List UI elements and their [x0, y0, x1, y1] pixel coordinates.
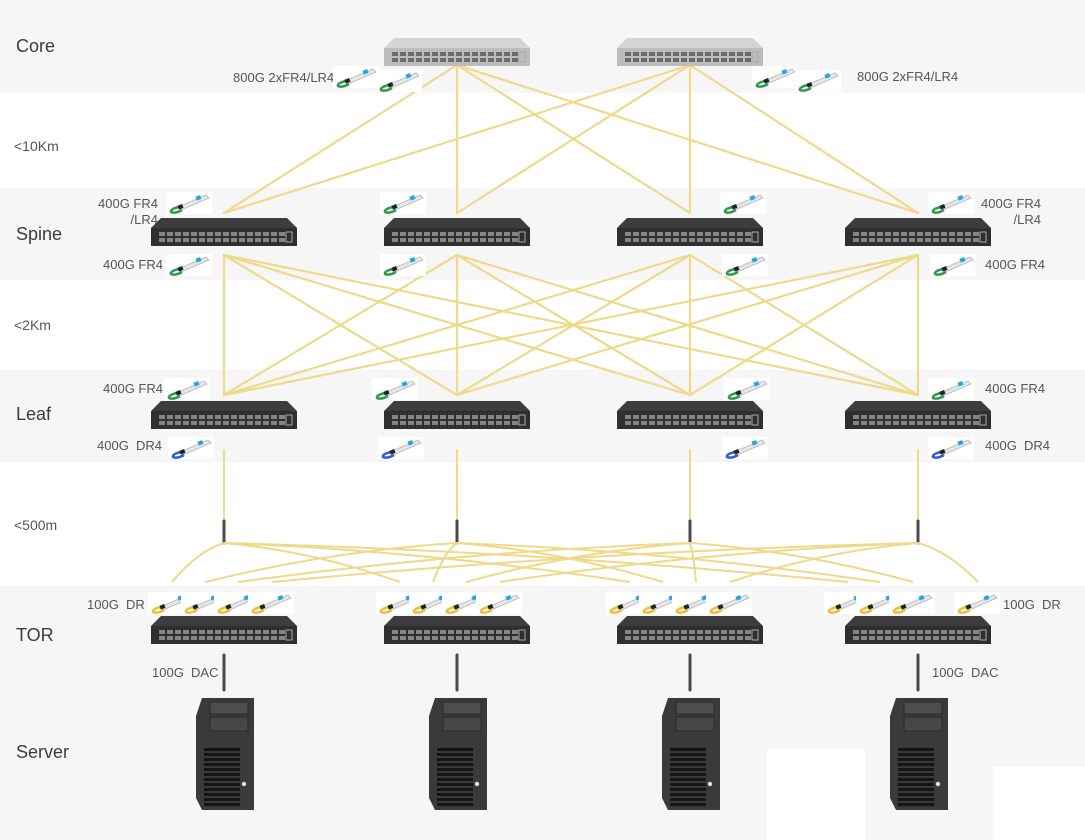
blank-patch — [993, 767, 1085, 840]
server-3 — [662, 698, 720, 810]
port-label-leaf-down-right: 400G DR4 — [985, 438, 1051, 453]
transceiver-400g-fr4-lr4 — [928, 192, 974, 214]
port-label-tor-down-left: 100G DAC — [152, 665, 219, 680]
distance-label-spine-leaf: <2Km — [14, 317, 51, 333]
switch-port-bank — [392, 52, 518, 62]
core-switch-1 — [384, 38, 530, 66]
distance-label-core-spine: <10Km — [14, 138, 59, 154]
port-label-spine-up-right: 400G FR4 /LR4 — [975, 196, 1041, 228]
port-label-tor-down-right: 100G DAC — [932, 665, 999, 680]
tier-label-leaf: Leaf — [16, 404, 52, 424]
core-spine-band — [0, 93, 1085, 188]
spine-switch-4 — [845, 218, 991, 246]
switch-port-bank — [625, 415, 751, 425]
port-label-spine-up-left: 400G FR4 /LR4 — [92, 196, 158, 228]
transceiver-400g-fr4 — [166, 254, 212, 276]
transceiver-100g-dr — [889, 592, 935, 614]
transceiver-400g-fr4-lr4 — [166, 192, 212, 214]
server-2 — [429, 698, 487, 810]
transceiver-400g-dr4 — [378, 437, 424, 459]
transceiver-400g-dr4 — [928, 437, 974, 459]
port-label-core-left: 800G 2xFR4/LR4 — [233, 70, 335, 85]
port-label-leaf-up-right: 400G FR4 — [985, 381, 1045, 396]
port-label-leaf-up-left: 400G FR4 — [103, 381, 163, 396]
transceiver-400g-fr4 — [724, 378, 770, 400]
port-label-spine-down-right: 400G FR4 — [985, 257, 1045, 272]
transceiver-400g-dr4 — [722, 437, 768, 459]
transceiver-400g-dr4 — [168, 437, 214, 459]
leaf-switch-3 — [617, 401, 763, 429]
tor-switch-2 — [384, 616, 530, 644]
transceiver-100g-dr — [954, 592, 1000, 614]
tier-label-server: Server — [16, 742, 70, 762]
transceiver-400g-fr4 — [164, 378, 210, 400]
tor-switch-4 — [845, 616, 991, 644]
port-label-line: 400G FR4 — [98, 196, 158, 211]
transceiver-100g-dr — [476, 592, 522, 614]
switch-port-bank — [625, 630, 751, 640]
transceiver-400g-fr4 — [372, 378, 418, 400]
core-switch-2 — [617, 38, 763, 66]
tier-label-spine: Spine — [16, 224, 63, 244]
transceiver-400g-fr4-lr4 — [380, 192, 426, 214]
transceiver-100g-dr — [706, 592, 752, 614]
leaf-tor-band — [0, 462, 1085, 586]
spine-switch-3 — [617, 218, 763, 246]
switch-port-bank — [853, 630, 979, 640]
server-4 — [890, 698, 948, 810]
leaf-switch-4 — [845, 401, 991, 429]
transceiver-400g-fr4 — [930, 254, 976, 276]
port-label-line: 400G FR4 — [981, 196, 1041, 211]
transceiver-400g-fr4-lr4 — [720, 192, 766, 214]
switch-port-bank — [159, 630, 285, 640]
spine-switch-2 — [384, 218, 530, 246]
tier-label-tor: TOR — [16, 625, 54, 645]
switch-port-bank — [392, 415, 518, 425]
switch-port-bank — [392, 630, 518, 640]
tor-switch-3 — [617, 616, 763, 644]
server-1 — [196, 698, 254, 810]
port-label-leaf-down-left: 400G DR4 — [97, 438, 163, 453]
spine-switch-1 — [151, 218, 297, 246]
port-label-spine-down-left: 400G FR4 — [103, 257, 163, 272]
tier-label-core: Core — [16, 36, 56, 56]
leaf-switch-1 — [151, 401, 297, 429]
tor-switch-1 — [151, 616, 297, 644]
port-label-core-right: 800G 2xFR4/LR4 — [857, 69, 959, 84]
transceiver-800g-2xfr4-lr4 — [752, 66, 798, 88]
switch-port-bank — [392, 232, 518, 242]
port-label-line: /LR4 — [130, 212, 158, 227]
transceiver-400g-fr4 — [928, 378, 974, 400]
switch-port-bank — [159, 415, 285, 425]
transceiver-100g-dr — [248, 592, 294, 614]
port-label-tor-up-left: 100G DR — [87, 597, 145, 612]
spine-leaf-band — [0, 280, 1085, 370]
switch-port-bank — [159, 232, 285, 242]
port-label-tor-up-right: 100G DR — [1003, 597, 1061, 612]
transceiver-800g-2xfr4-lr4 — [333, 66, 379, 88]
switch-port-bank — [625, 232, 751, 242]
transceiver-800g-2xfr4-lr4 — [376, 70, 422, 92]
port-label-line: /LR4 — [1013, 212, 1041, 227]
switch-port-bank — [625, 52, 751, 62]
transceiver-400g-fr4 — [380, 254, 426, 276]
blank-patch — [767, 749, 865, 840]
transceiver-400g-fr4 — [722, 254, 768, 276]
switch-port-bank — [853, 415, 979, 425]
leaf-switch-2 — [384, 401, 530, 429]
transceiver-800g-2xfr4-lr4 — [795, 70, 841, 92]
switch-port-bank — [853, 232, 979, 242]
distance-label-leaf-tor: <500m — [14, 517, 58, 533]
